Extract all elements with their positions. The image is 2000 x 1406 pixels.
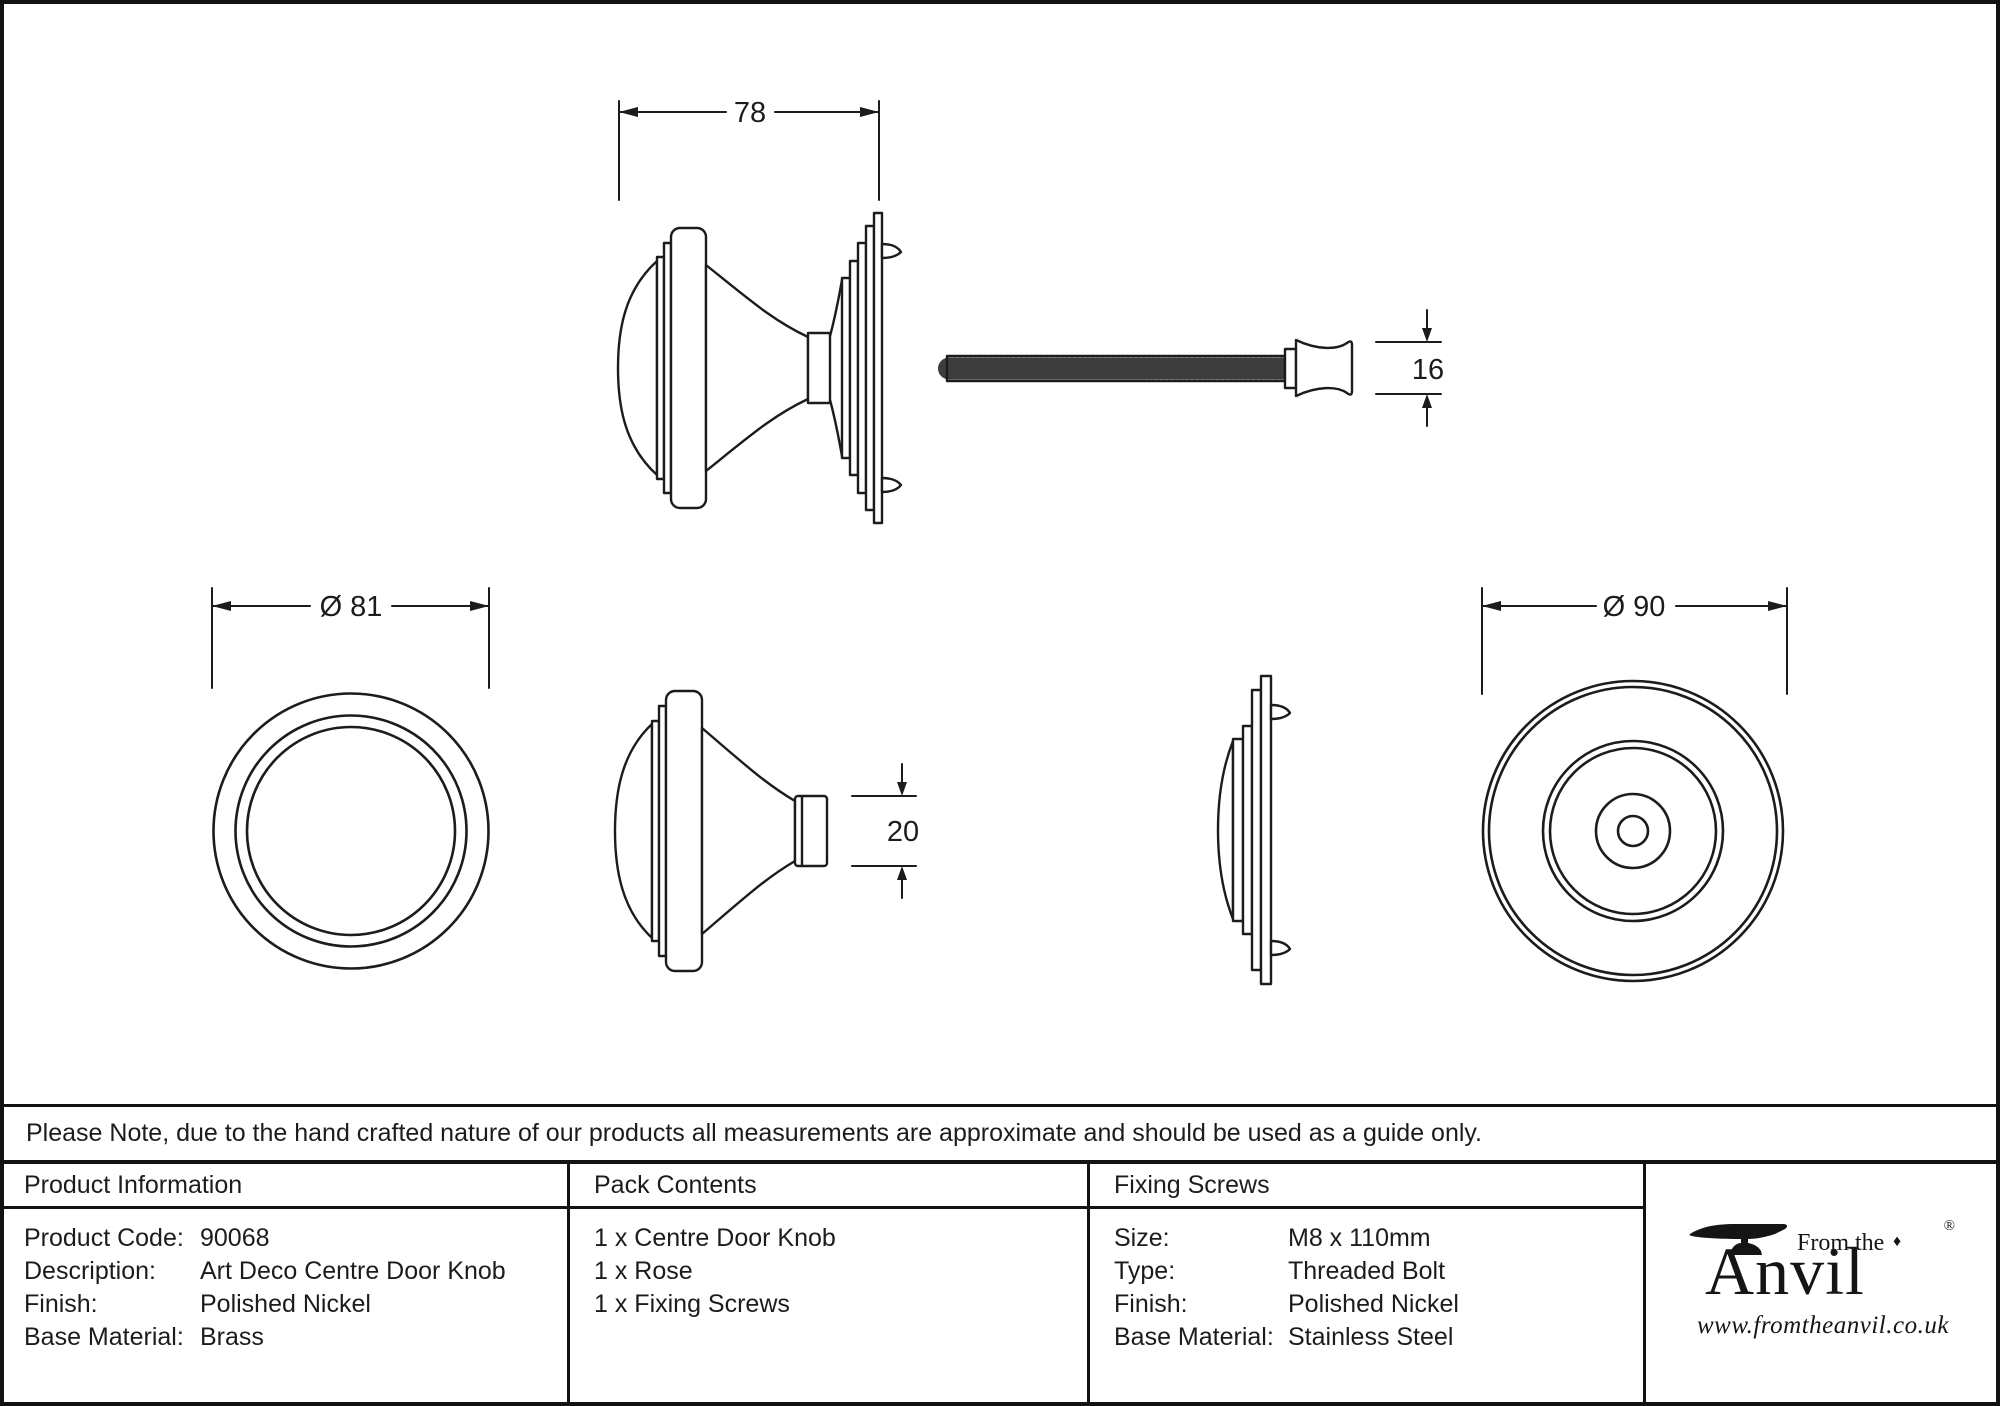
row-value: Polished Nickel	[1288, 1290, 1459, 1318]
row-value: M8 x 110mm	[1288, 1224, 1431, 1252]
brand-name: Anvil	[1705, 1233, 1865, 1309]
bolt-collar	[1283, 347, 1298, 390]
registered-mark: ®	[1943, 1218, 1955, 1234]
product-information-body: Product Code: 90068 Description: Art Dec…	[4, 1209, 567, 1354]
row-label: Base Material:	[24, 1323, 184, 1351]
rose-backplate	[1259, 674, 1273, 986]
table-row: Finish: Polished Nickel	[24, 1288, 567, 1321]
table-row: Description: Art Deco Centre Door Knob	[24, 1255, 567, 1288]
list-item: 1 x Centre Door Knob	[594, 1224, 836, 1252]
knob-collar	[806, 331, 832, 405]
measurement-note-row: Please Note, due to the hand crafted nat…	[4, 1104, 1996, 1164]
bolt-spool-nut	[1294, 338, 1354, 398]
dim-label-78: 78	[734, 97, 766, 129]
product-information-header: Product Information	[4, 1164, 567, 1209]
dim-label-16: 16	[1412, 354, 1444, 386]
rose-flare-top	[828, 278, 844, 338]
product-spec-table: Product Information Product Code: 90068 …	[4, 1164, 1996, 1402]
row-label: Finish:	[24, 1290, 98, 1318]
rose-layer	[1250, 688, 1263, 972]
brand-url: www.fromtheanvil.co.uk	[1697, 1312, 1949, 1339]
row-value: Threaded Bolt	[1288, 1257, 1446, 1285]
row-label: Finish:	[1114, 1290, 1188, 1318]
table-row: Base Material: Stainless Steel	[1114, 1321, 1643, 1354]
brand-logo-cell: From the ♦ ® Anvil www.fromtheanvil.co.u…	[1646, 1164, 1996, 1402]
knob-rose-side-view	[616, 211, 903, 525]
row-value: 90068	[200, 1224, 270, 1252]
row-label: Size:	[1114, 1224, 1170, 1252]
rose-layer	[1241, 724, 1254, 936]
knob-thread-boss	[793, 794, 829, 868]
table-row: Type: Threaded Bolt	[1114, 1255, 1643, 1288]
diamond-icon: ♦	[1893, 1233, 1902, 1250]
measurement-note-text: Please Note, due to the hand crafted nat…	[26, 1119, 1483, 1147]
dimension-16: 16	[1375, 309, 1444, 427]
rose-fixing-prong	[880, 476, 903, 494]
row-value: Stainless Steel	[1288, 1323, 1454, 1351]
row-label: Type:	[1114, 1257, 1176, 1285]
anvil-icon	[1689, 1224, 1788, 1255]
row-value: Art Deco Centre Door Knob	[200, 1257, 506, 1285]
dim-label-dia90: Ø 90	[1603, 591, 1666, 623]
knob-dome-profile	[616, 259, 659, 477]
row-label: Description:	[24, 1257, 156, 1285]
from-the-anvil-logo: From the ♦ ® Anvil www.fromtheanvil.co.u…	[1689, 1218, 1955, 1342]
row-label: Product Code:	[24, 1224, 184, 1252]
table-row: Product Code: 90068	[24, 1222, 567, 1255]
table-row: Finish: Polished Nickel	[1114, 1288, 1643, 1321]
knob-stem-trumpet	[700, 726, 797, 936]
rose-backplate	[872, 211, 884, 525]
pack-contents-header: Pack Contents	[570, 1164, 1087, 1209]
rose-back-view	[1481, 679, 1785, 983]
dimension-dia-90: Ø 90	[1481, 587, 1788, 695]
row-value: Polished Nickel	[200, 1290, 371, 1318]
pack-contents-body: 1 x Centre Door Knob 1 x Rose 1 x Fixing…	[570, 1209, 1087, 1321]
rose-dome-profile	[1216, 739, 1235, 921]
knob-stem-trumpet	[704, 263, 810, 473]
rose-layer	[1231, 737, 1245, 923]
table-row: Base Material: Brass	[24, 1321, 567, 1354]
dimension-78: 78	[618, 97, 880, 201]
rose-fixing-prong	[1269, 703, 1292, 721]
fixing-screws-column: Fixing Screws Size: M8 x 110mm Type: Thr…	[1090, 1164, 1646, 1402]
list-item: 1 x Rose	[594, 1257, 693, 1285]
knob-side-view	[613, 689, 829, 973]
row-value: Brass	[200, 1323, 264, 1351]
rose-fixing-prong	[1269, 939, 1292, 957]
fixing-screws-body: Size: M8 x 110mm Type: Threaded Bolt Fin…	[1090, 1209, 1643, 1354]
technical-drawing-area: 78 16	[4, 4, 1996, 1104]
threaded-bolt	[938, 338, 1354, 398]
knob-face-disc	[664, 689, 704, 973]
rose-side-profile	[1216, 674, 1292, 986]
rose-flare-bottom	[828, 398, 844, 458]
knob-front-view	[212, 692, 490, 970]
rose-fixing-prong	[880, 242, 903, 260]
knob-dome-profile	[613, 722, 654, 940]
dimension-dia-81: Ø 81	[211, 587, 490, 689]
product-information-column: Product Information Product Code: 90068 …	[4, 1164, 570, 1402]
pack-contents-column: Pack Contents 1 x Centre Door Knob 1 x R…	[570, 1164, 1090, 1402]
knob-face-disc	[669, 226, 708, 510]
row-label: Base Material:	[1114, 1323, 1274, 1351]
dim-label-dia81: Ø 81	[320, 591, 383, 623]
dimension-20: 20	[851, 763, 919, 899]
dim-label-20: 20	[887, 816, 919, 848]
fixing-screws-header: Fixing Screws	[1090, 1164, 1643, 1209]
logo-tagline: From the	[1797, 1230, 1885, 1256]
table-row: Size: M8 x 110mm	[1114, 1222, 1643, 1255]
list-item: 1 x Fixing Screws	[594, 1290, 790, 1318]
